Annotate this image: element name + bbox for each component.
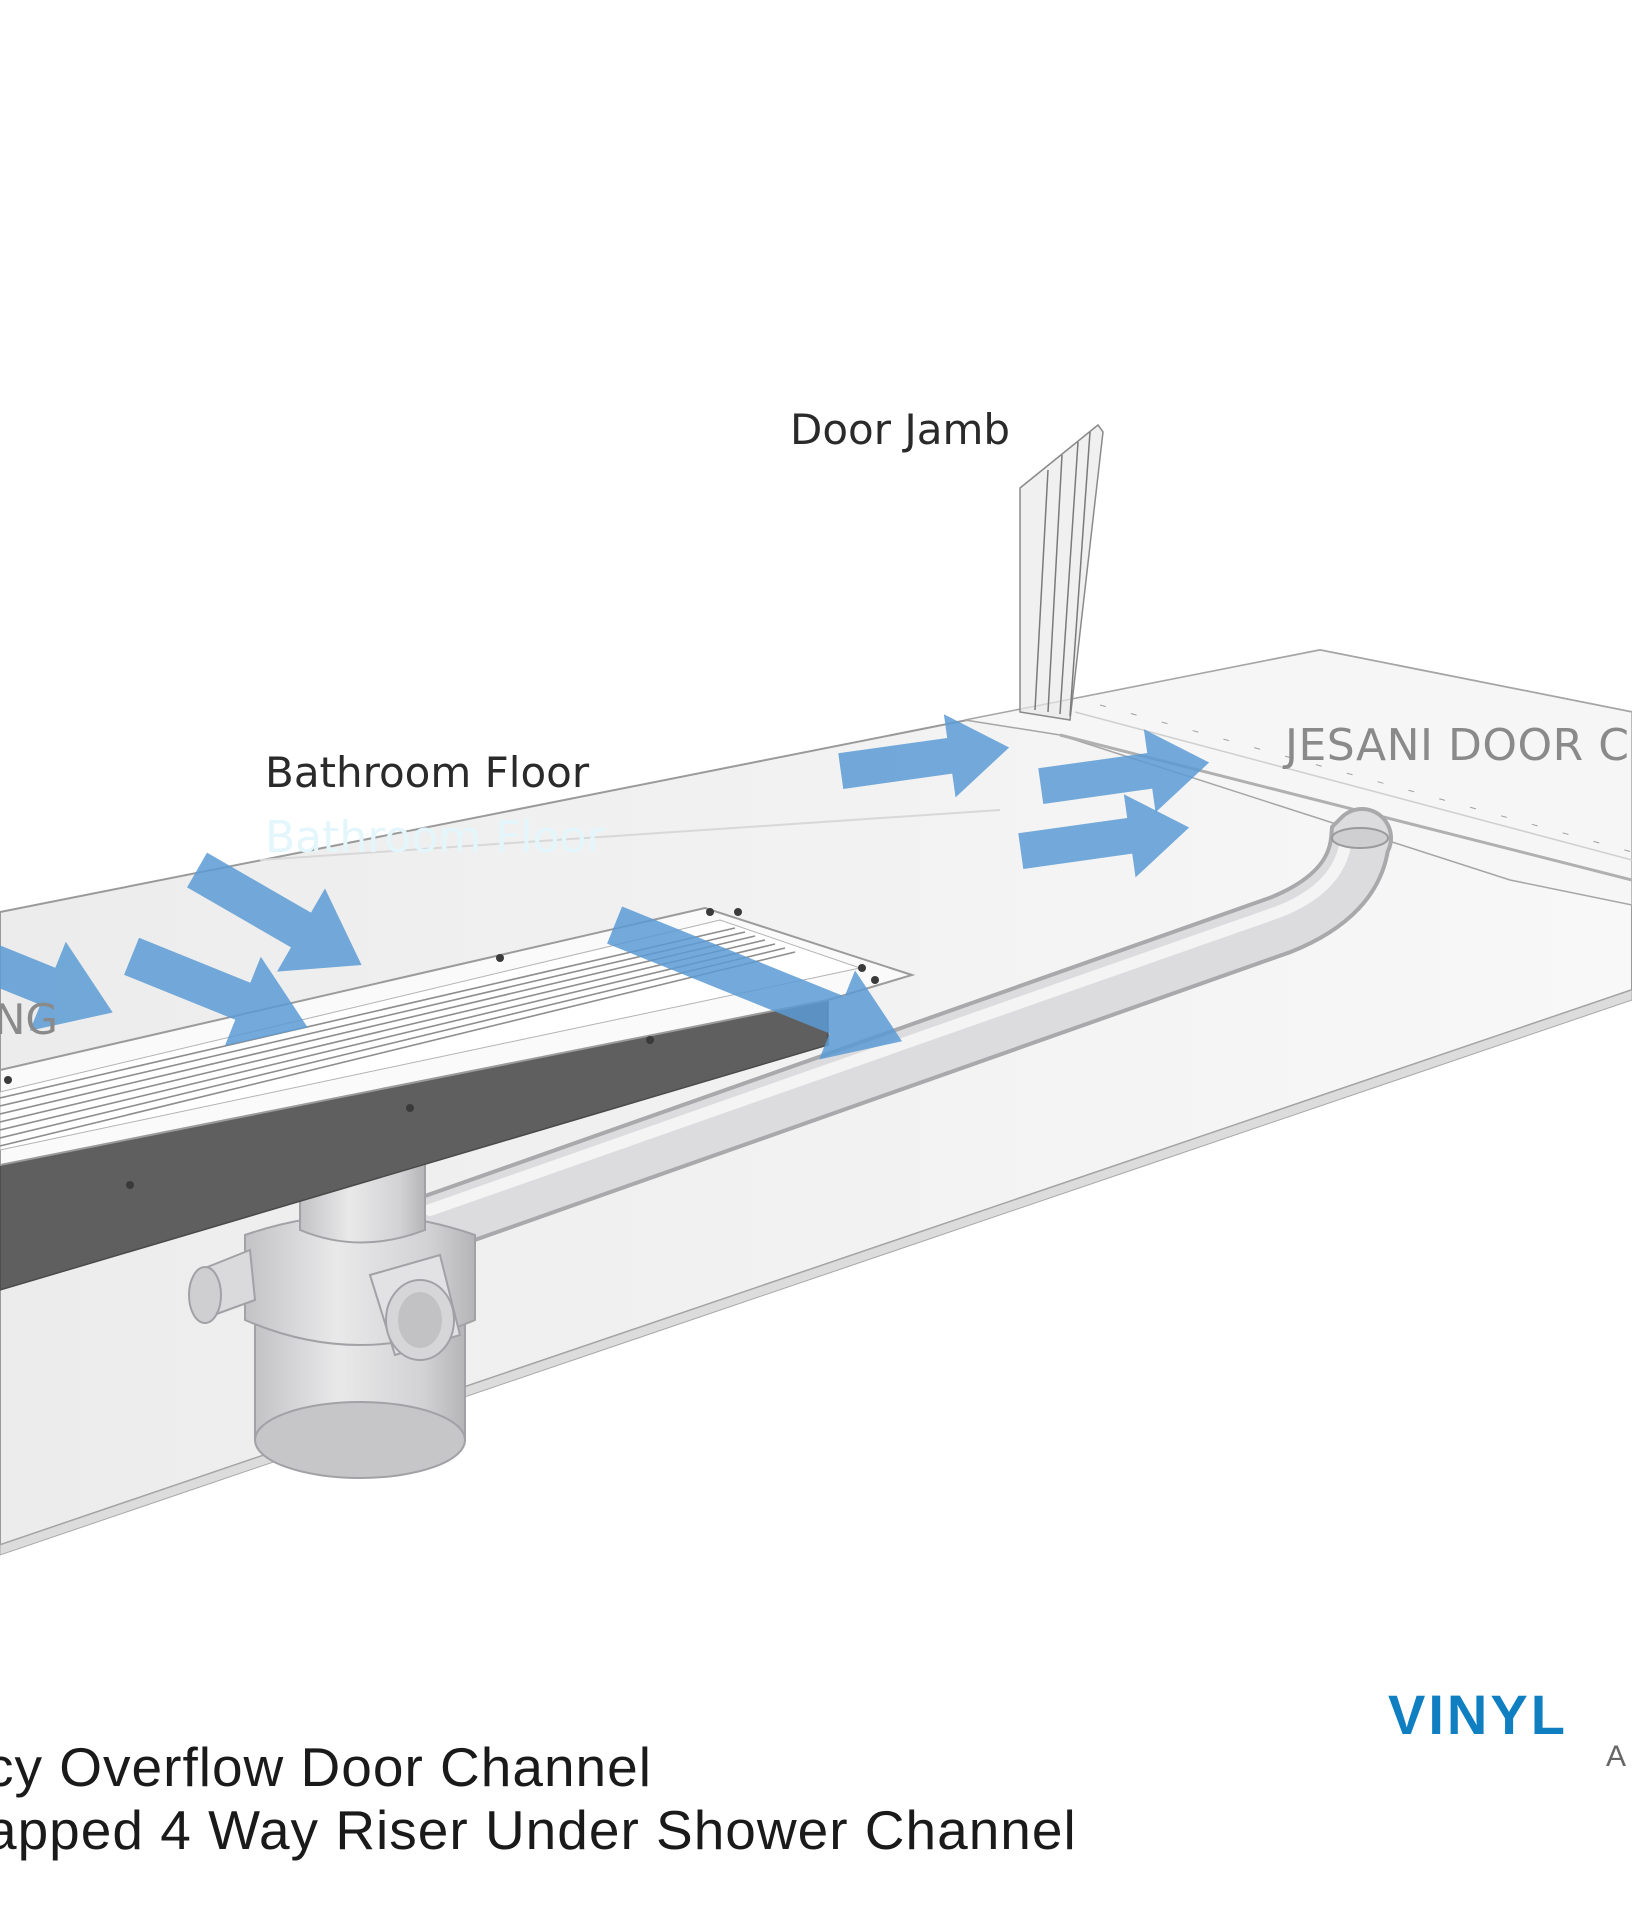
flow-arrow-icon bbox=[187, 852, 362, 972]
riser-branch-front-inner bbox=[398, 1292, 442, 1348]
door-jamb-label: Door Jamb bbox=[790, 405, 1011, 454]
caption-line-1: cy Overflow Door Channel bbox=[0, 1736, 652, 1798]
flow-arrow-icon bbox=[1018, 794, 1190, 878]
door-jamb-line bbox=[1069, 431, 1091, 717]
overflow-pipe-highlight bbox=[424, 834, 1352, 1216]
door-jamb-line bbox=[1034, 469, 1049, 711]
caption-line-2: apped 4 Way Riser Under Shower Channel bbox=[0, 1799, 1077, 1861]
bathroom-floor-label: Bathroom Floor bbox=[265, 748, 590, 797]
pipe-outlet bbox=[1331, 827, 1389, 849]
brand-logo: VINYL A bbox=[1388, 1682, 1632, 1782]
flow-arrow-icon bbox=[124, 937, 308, 1046]
door-channel-lip bbox=[1074, 711, 1632, 861]
flow-arrow-icon bbox=[838, 714, 1010, 798]
jesani-door-channel-label: JESANI DOOR CH bbox=[1285, 720, 1632, 771]
door-jamb-line bbox=[1059, 441, 1079, 715]
floor-edge-line bbox=[259, 809, 1001, 861]
logo-wordmark: VINYL bbox=[1388, 1683, 1568, 1746]
flow-arrows bbox=[0, 714, 1210, 1060]
flow-arrow-icon bbox=[0, 922, 113, 1031]
shower-channel-screws bbox=[4, 908, 879, 1189]
riser-base bbox=[254, 1401, 466, 1479]
partial-left-label: NG bbox=[0, 995, 58, 1044]
bathroom-floor-faint-label: Bathroom Floor bbox=[265, 812, 605, 863]
door-jamb-line bbox=[1047, 454, 1063, 713]
door-jamb bbox=[1019, 423, 1104, 721]
flow-arrow-icon bbox=[1038, 729, 1210, 813]
shower-channel-slots bbox=[0, 927, 796, 1147]
riser-branch-left-opening bbox=[188, 1266, 222, 1324]
logo-subtext: A bbox=[1606, 1740, 1627, 1773]
flow-arrow-icon bbox=[607, 906, 902, 1060]
